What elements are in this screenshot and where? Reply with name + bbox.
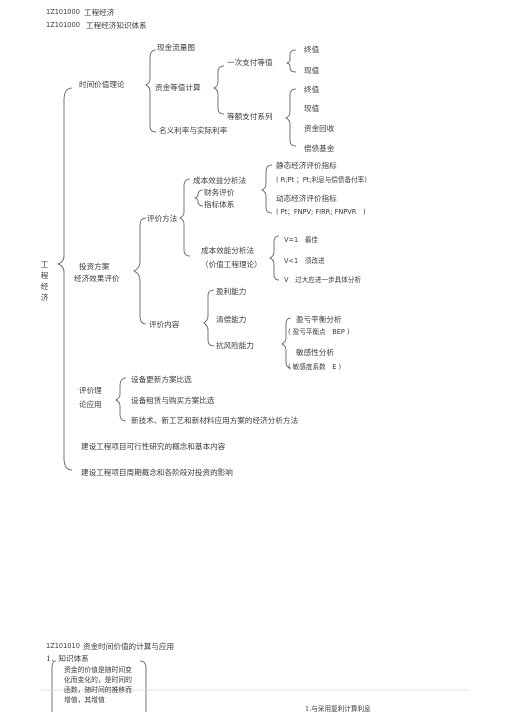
- app-label-2: 论应用: [79, 400, 102, 409]
- extra-1: 建设工程项目周期概念和各阶段对投资的影响: [81, 468, 233, 477]
- section2-title: 资金时间价值的计算与应用: [83, 642, 175, 651]
- content-brace: [203, 289, 215, 347]
- dynamic-title: 动态经济评价指标: [276, 194, 337, 203]
- v-improve: V<1 须改进: [284, 257, 325, 265]
- solvency-label: 清偿能力: [216, 315, 247, 324]
- section2-sub: 1．知识体系: [46, 654, 89, 663]
- cashflow-label: 现金流量图: [157, 43, 195, 52]
- single-brace: [285, 49, 297, 73]
- root-brace: [56, 87, 73, 471]
- equiv-label: 资金等值计算: [155, 83, 201, 92]
- static-formula: ( R;Pt ；Pt;利息与偿债备付率): [276, 176, 367, 184]
- series-item-1: 现值: [304, 104, 320, 113]
- invest-brace: [133, 217, 147, 325]
- equiv-brace: [213, 65, 225, 115]
- static-title: 静态经济评价指标: [276, 161, 337, 170]
- series-item-0: 终值: [304, 85, 320, 94]
- single-label: 一次支付等值: [227, 58, 273, 67]
- invest-label-2: 经济效果评价: [74, 274, 120, 283]
- invest-label-1: 投资方案: [79, 262, 110, 271]
- v-analyze: V 过大应进一步具体分析: [284, 276, 362, 284]
- cba-label: 成本效益分析法: [193, 176, 247, 185]
- profit-label: 盈利能力: [216, 287, 247, 296]
- app-label-1: 评价理: [79, 386, 102, 395]
- sens-coef-label: ( 敏感度系数 E ): [288, 363, 342, 371]
- series-brace: [285, 88, 297, 147]
- breakeven-label: 盈亏平衡分析: [296, 315, 342, 324]
- header-code-1: 1Z101000: [46, 8, 80, 16]
- box-bracket: [51, 660, 147, 712]
- methods-brace: [179, 178, 191, 257]
- system-label-2: 指标体系: [204, 200, 235, 209]
- single-fv: 终值: [304, 45, 320, 54]
- system-label-1: 财务评价: [204, 188, 235, 197]
- tvm-label: 时间价值理论: [79, 80, 125, 89]
- series-label: 等额支付系列: [227, 112, 273, 121]
- rates-label: 名义利率与实际利率: [159, 126, 228, 135]
- header-code-2: 1Z101000: [46, 21, 80, 29]
- risk-brace: [281, 317, 292, 369]
- single-pv: 现值: [304, 66, 320, 75]
- app-item-1: 设备租赁与购买方案比选: [131, 396, 215, 405]
- content-label: 评价内容: [149, 320, 180, 329]
- header-title-1: 工程经济: [84, 8, 115, 17]
- series-item-3: 偿债基金: [304, 144, 335, 153]
- system-brace: [193, 189, 204, 207]
- sensitivity-label: 敏感性分析: [296, 348, 334, 357]
- bep-label: ( 盈亏平衡点 BEP ): [288, 328, 350, 336]
- methods-label: 评价方法: [147, 214, 178, 223]
- app-brace: [115, 377, 127, 422]
- cea-label-1: 成本效能分析法: [201, 246, 255, 255]
- dynamic-formula: ( Pt；FNPV; FIRR; FNPVR ): [276, 208, 366, 216]
- risk-label: 抗风险能力: [216, 341, 254, 350]
- cba-brace: [261, 164, 273, 214]
- section2-right-text: 1.与采用复利计算利息: [305, 705, 371, 713]
- extra-0: 建设工程项目可行性研究的概念和基本内容: [81, 442, 226, 451]
- cea-brace: [269, 235, 280, 281]
- series-item-2: 资金回收: [304, 124, 335, 133]
- app-item-2: 新技术、新工艺和新材料应用方案的经济分析方法: [131, 416, 299, 425]
- root-label: 工程经济: [40, 260, 49, 302]
- section2-box-text: 资金的价值是随时间变化而变化的，是时间的函数，随时间的推移而增值，其增值: [64, 666, 132, 704]
- v-best: V=1 最佳: [284, 236, 319, 244]
- app-item-0: 设备更新方案比选: [131, 375, 192, 384]
- tvm-brace: [145, 49, 157, 133]
- section2-code: 1Z101010: [46, 642, 80, 650]
- header-title-2: 工程经济知识体系: [86, 21, 147, 30]
- cea-label-2: （价值工程理论）: [201, 260, 262, 269]
